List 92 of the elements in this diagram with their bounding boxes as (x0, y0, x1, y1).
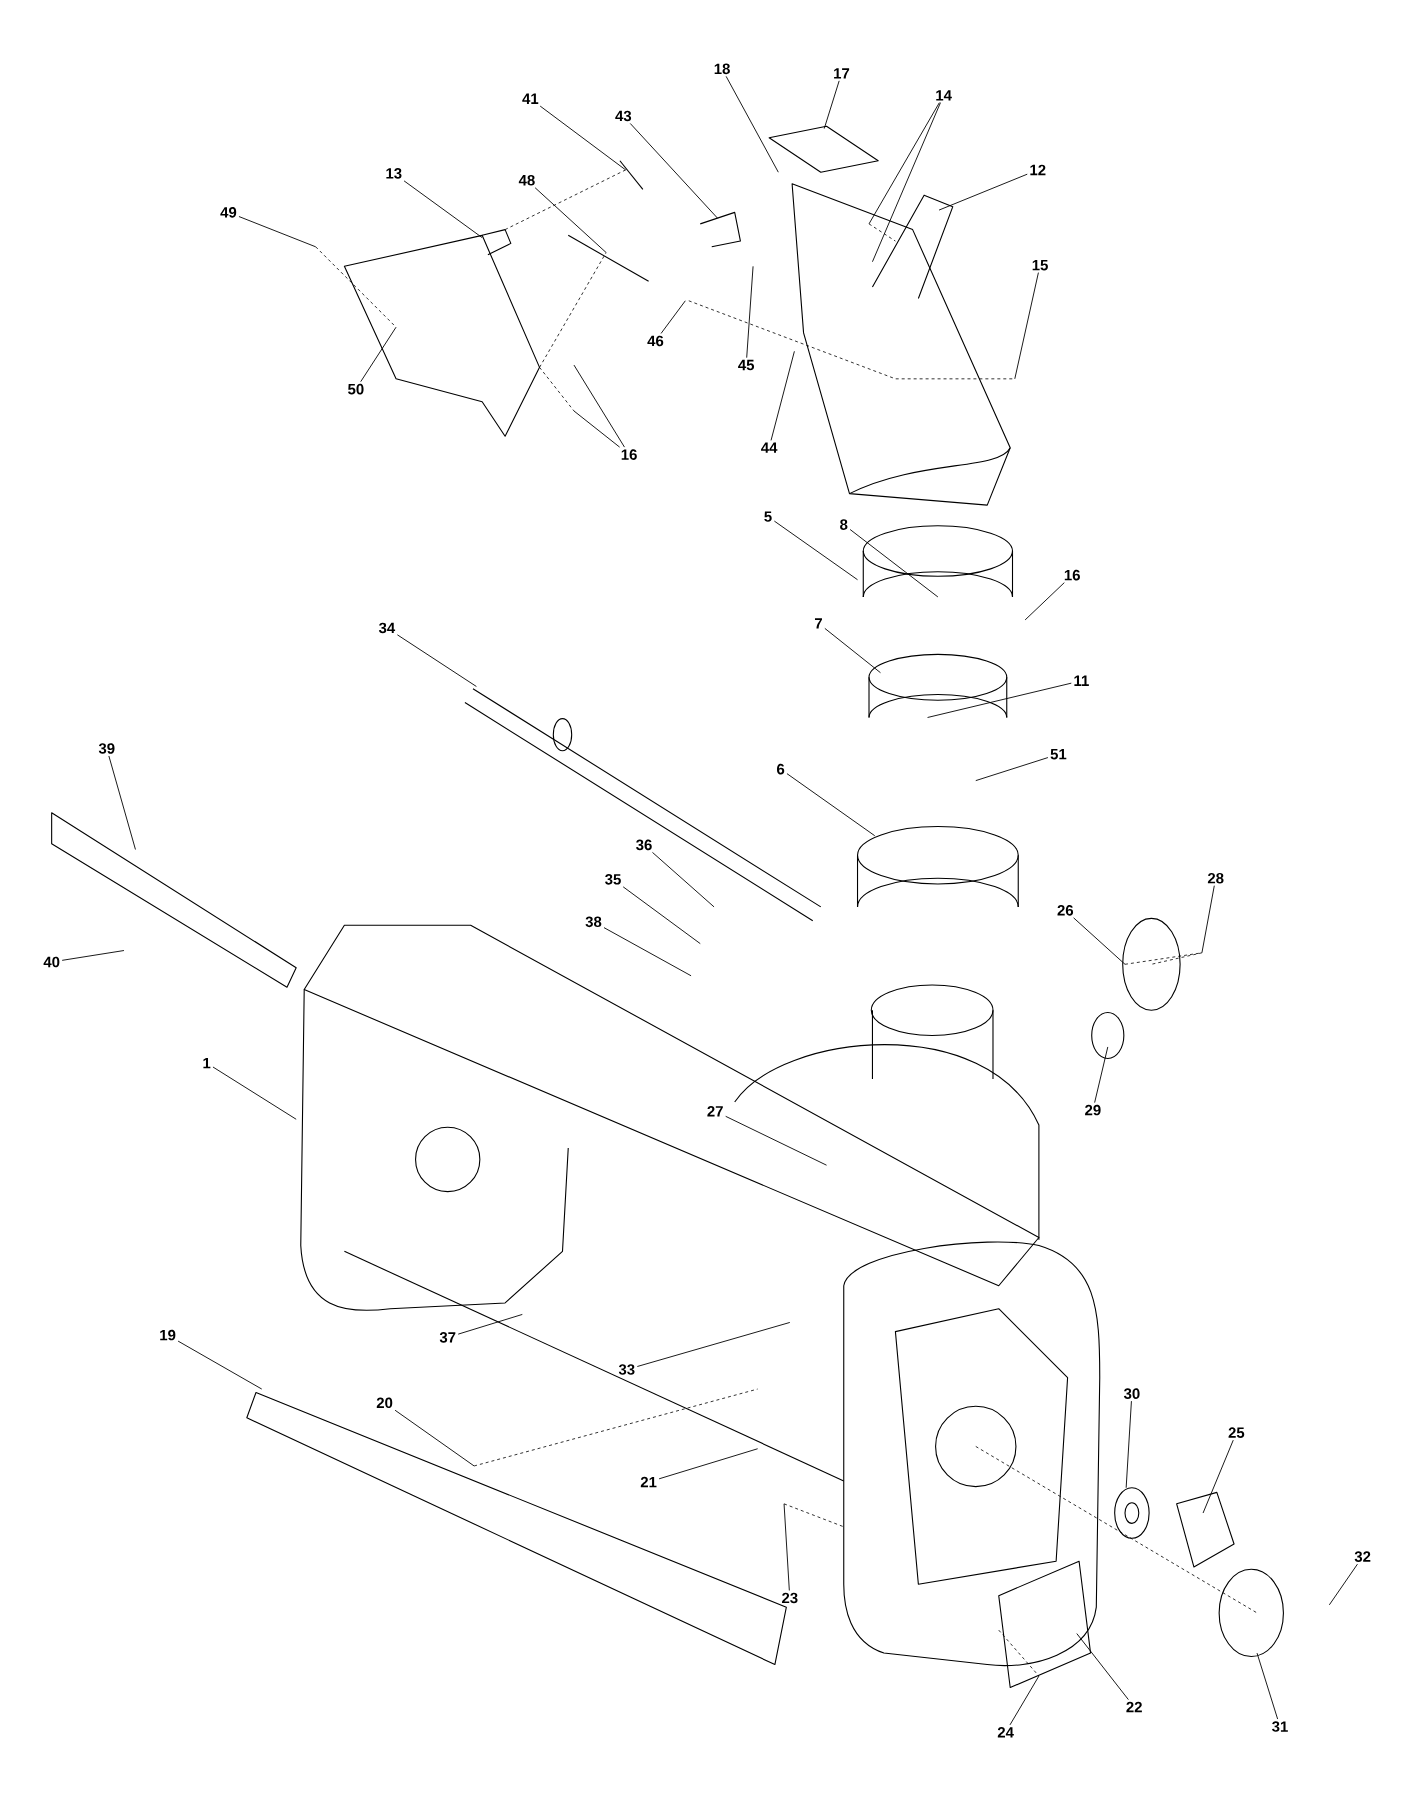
leader-line (622, 886, 701, 945)
callout-number: 12 (1030, 164, 1046, 176)
callout-number: 46 (647, 335, 664, 347)
leader-line (539, 105, 627, 171)
leader-line (636, 1322, 791, 1367)
leader-line (1009, 1675, 1040, 1726)
callout-number: 21 (640, 1476, 657, 1488)
leader-line (1328, 1563, 1358, 1606)
callout-number: 43 (615, 110, 632, 122)
callout-number: 1 (203, 1057, 211, 1069)
leader-line (534, 187, 607, 253)
callout-number: 19 (160, 1329, 176, 1341)
leader-line (603, 927, 692, 977)
callout-number: 44 (761, 442, 778, 453)
leader-line (1256, 1652, 1279, 1720)
callout-number: 50 (348, 383, 364, 395)
callout-number: 45 (738, 359, 755, 371)
leader-line (396, 634, 477, 687)
callout-number: 22 (1126, 1701, 1142, 1713)
leader-line (652, 851, 715, 908)
callout-number: 16 (621, 449, 637, 460)
leader-line (1125, 1400, 1132, 1489)
callout-number: 26 (1057, 905, 1074, 916)
callout-number: 49 (220, 207, 237, 218)
callout-number: 14 (936, 90, 952, 101)
leader-line (658, 1448, 759, 1480)
callout-number: 5 (764, 511, 772, 522)
callout-number: 8 (840, 519, 848, 530)
leader-line (872, 102, 941, 263)
callout-number: 27 (707, 1106, 723, 1117)
leader-line (725, 1115, 827, 1166)
callout-number: 33 (618, 1364, 635, 1375)
callout-number: 15 (1032, 259, 1048, 271)
callout-number: 23 (782, 1592, 798, 1604)
leader-line (975, 757, 1049, 782)
leader-line (1024, 582, 1065, 621)
leader-line (868, 102, 940, 225)
leader-line (573, 410, 621, 448)
leader-line (238, 216, 317, 248)
callout-number: 41 (522, 93, 539, 104)
callout-number: 40 (43, 956, 60, 968)
callout-number: 20 (376, 1397, 393, 1409)
leader-line (786, 773, 876, 837)
callout-number: 16 (1064, 569, 1080, 581)
callout-number: 18 (714, 63, 730, 75)
callout-number: 51 (1050, 749, 1067, 760)
leader-line (212, 1066, 297, 1120)
callout-number: 37 (439, 1332, 456, 1343)
callout-number: 35 (605, 874, 621, 885)
leader-line (773, 520, 858, 581)
leader-line (770, 350, 795, 441)
leader-line (1201, 885, 1215, 954)
callout-number: 34 (378, 622, 396, 634)
leader-line (1014, 272, 1039, 380)
leader-line (629, 123, 718, 219)
callout-number: 39 (98, 743, 115, 754)
callout-number: 17 (834, 68, 850, 79)
leader-line (783, 1503, 790, 1591)
leader-line (177, 1340, 263, 1390)
callout-number: 24 (997, 1727, 1014, 1738)
callout-number: 7 (814, 618, 822, 629)
leader-line (1094, 1046, 1109, 1104)
leader-line (1076, 1633, 1129, 1701)
callout-number: 13 (386, 168, 402, 179)
leader-line (1073, 917, 1126, 965)
leader-line (824, 627, 881, 674)
callout-number: 6 (777, 763, 785, 775)
leader-line (660, 300, 686, 334)
callout-number: 36 (636, 839, 652, 851)
leader-line (725, 75, 779, 173)
callout-number: 29 (1085, 1104, 1101, 1116)
leader-line (927, 682, 1072, 718)
callout-number: 11 (1074, 675, 1089, 686)
callout-number: 25 (1228, 1427, 1245, 1438)
leader-line (61, 950, 125, 961)
callout-number: 30 (1123, 1388, 1140, 1399)
leader-line (403, 180, 483, 239)
leader-line (849, 529, 939, 598)
leader-line (360, 326, 397, 383)
leader-line (938, 173, 1028, 211)
leader-line (457, 1313, 523, 1335)
leader-line (573, 364, 625, 448)
leader-line (823, 80, 840, 130)
callout-number: 32 (1354, 1551, 1371, 1562)
callout-number: 48 (518, 174, 535, 186)
leader-line (394, 1409, 475, 1467)
callout-number: 31 (1272, 1721, 1288, 1732)
leader-line (108, 755, 136, 850)
callout-number: 38 (585, 916, 602, 928)
leader-line (746, 265, 754, 359)
leader-line (1202, 1439, 1234, 1514)
callout-number: 28 (1207, 872, 1224, 884)
